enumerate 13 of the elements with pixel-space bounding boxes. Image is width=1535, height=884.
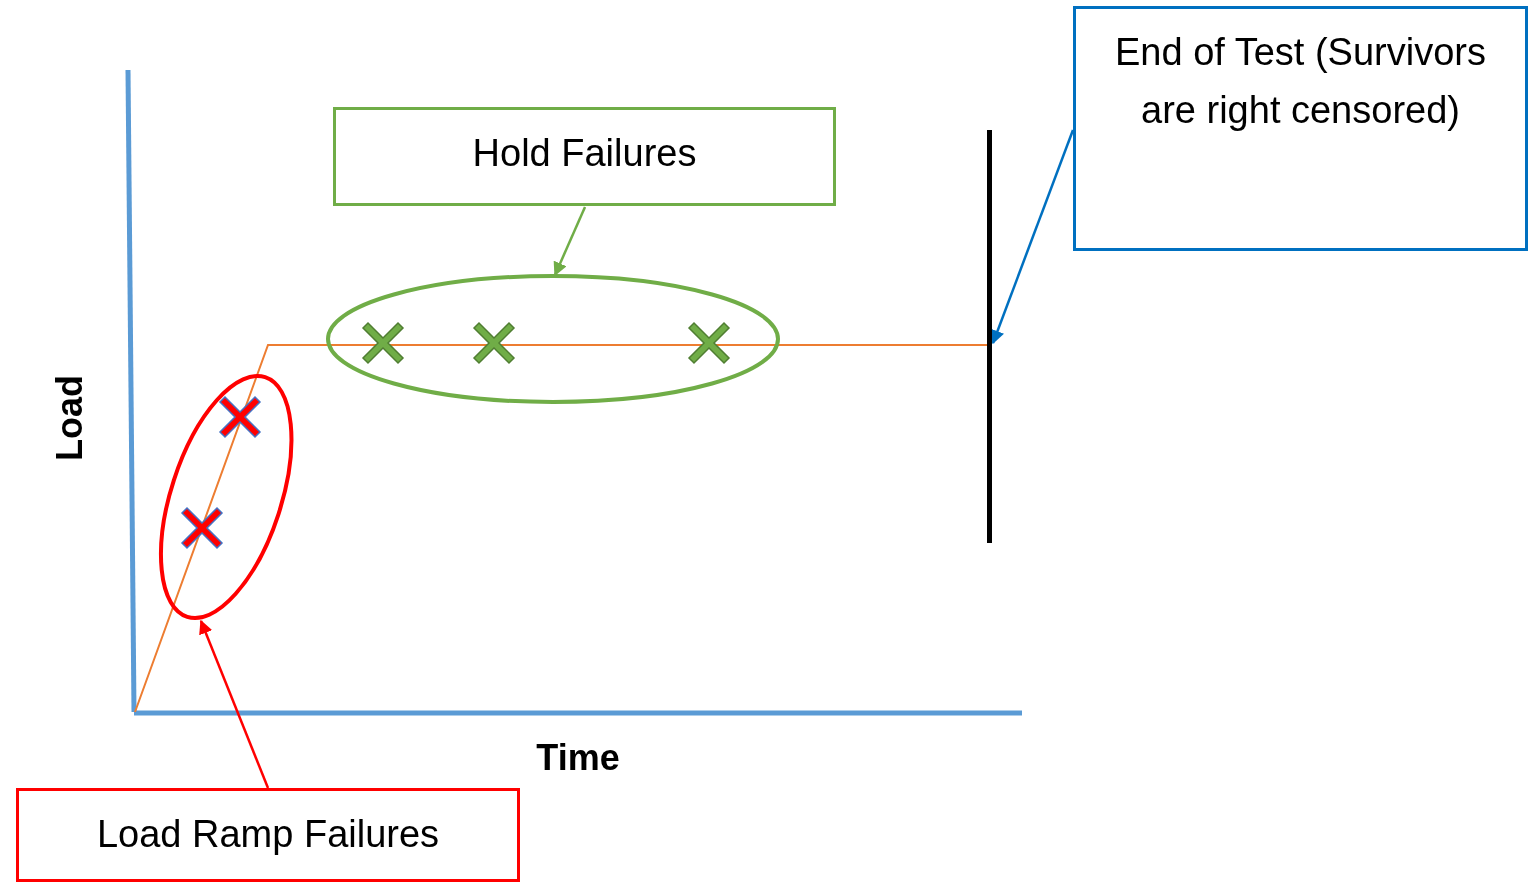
callout-text: Hold Failures <box>472 131 697 176</box>
leader-line <box>199 619 270 789</box>
callout-box <box>16 788 520 882</box>
callout-text: End of Test (Survivors are right censored) <box>1114 30 1487 133</box>
leader-line <box>553 206 587 277</box>
callout-box <box>333 107 836 206</box>
axis-label: Load <box>49 375 91 461</box>
callout-text: Load Ramp Failures <box>96 812 440 857</box>
axis-label: Time <box>536 737 620 779</box>
leader-line <box>990 129 1075 345</box>
ellipse-outline <box>325 273 781 405</box>
callout-box <box>1073 6 1528 251</box>
ellipse-outline <box>157 372 295 621</box>
